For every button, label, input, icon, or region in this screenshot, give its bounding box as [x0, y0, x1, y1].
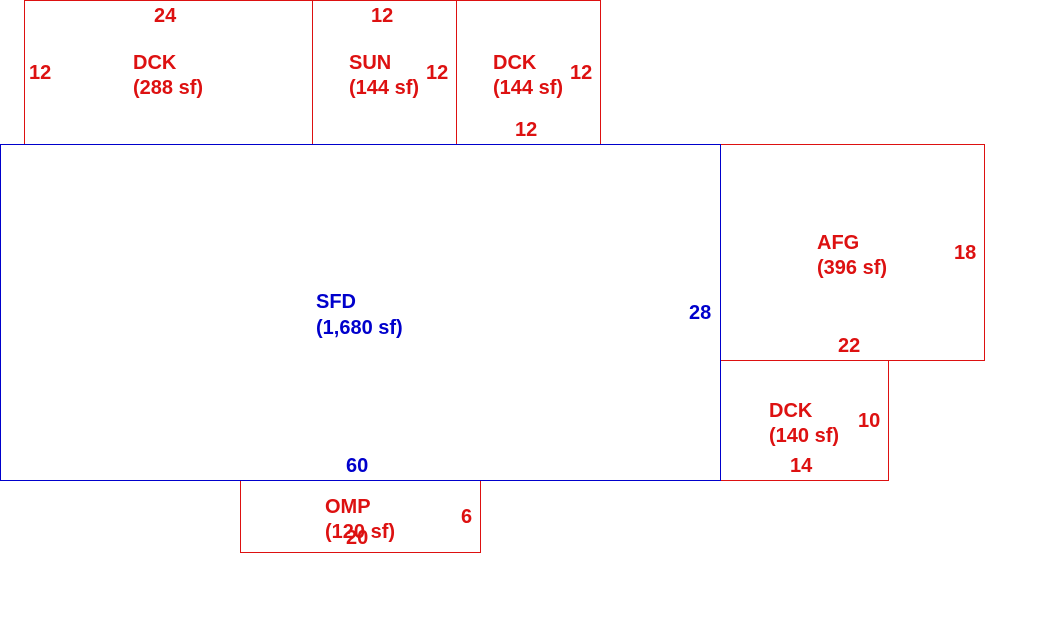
afg-dim-right: 18 [954, 242, 976, 264]
dck-top-left-dim-left: 12 [29, 62, 51, 84]
area-omp: 6 20 OMP (120 sf) [240, 480, 481, 553]
sfd-area: (1,680 sf) [316, 317, 403, 339]
dck-top-right-dim-bottom: 12 [515, 119, 537, 141]
area-dck-top-right: 12 12 DCK (144 sf) [456, 0, 601, 145]
area-afg: 18 22 AFG (396 sf) [720, 144, 985, 361]
dck-right-dim-bottom: 14 [790, 455, 813, 477]
sun-code: SUN [349, 52, 391, 74]
sfd-code: SFD [316, 291, 356, 313]
sfd-dim-right: 28 [689, 302, 711, 324]
dck-top-right-dim-right: 12 [570, 62, 592, 84]
afg-code: AFG [817, 232, 859, 254]
sfd-outline [0, 144, 721, 481]
dck-top-left-dim-top: 24 [154, 5, 177, 27]
dck-right-code: DCK [769, 400, 813, 422]
dck-right-area: (140 sf) [769, 425, 839, 447]
omp-dim-bottom: 20 [346, 527, 368, 549]
area-sun: 12 12 SUN (144 sf) [312, 0, 457, 145]
omp-code: OMP [325, 496, 371, 518]
omp-dim-right: 6 [461, 506, 472, 528]
area-dck-right: 10 14 DCK (140 sf) [720, 360, 889, 481]
dck-right-dim-right: 10 [858, 410, 880, 432]
sun-dim-top: 12 [371, 5, 393, 27]
area-sfd: 28 60 SFD (1,680 sf) [0, 144, 721, 481]
afg-area: (396 sf) [817, 257, 887, 279]
dck-top-left-code: DCK [133, 52, 177, 74]
dck-top-right-code: DCK [493, 52, 537, 74]
omp-area: (120 sf) [325, 521, 395, 543]
afg-dim-bottom: 22 [838, 335, 860, 357]
sun-area: (144 sf) [349, 77, 419, 99]
dck-top-left-area: (288 sf) [133, 77, 203, 99]
area-dck-top-left: 24 12 DCK (288 sf) [24, 0, 313, 145]
sfd-dim-bottom: 60 [346, 455, 368, 477]
sun-dim-right: 12 [426, 62, 448, 84]
dck-top-right-area: (144 sf) [493, 77, 563, 99]
